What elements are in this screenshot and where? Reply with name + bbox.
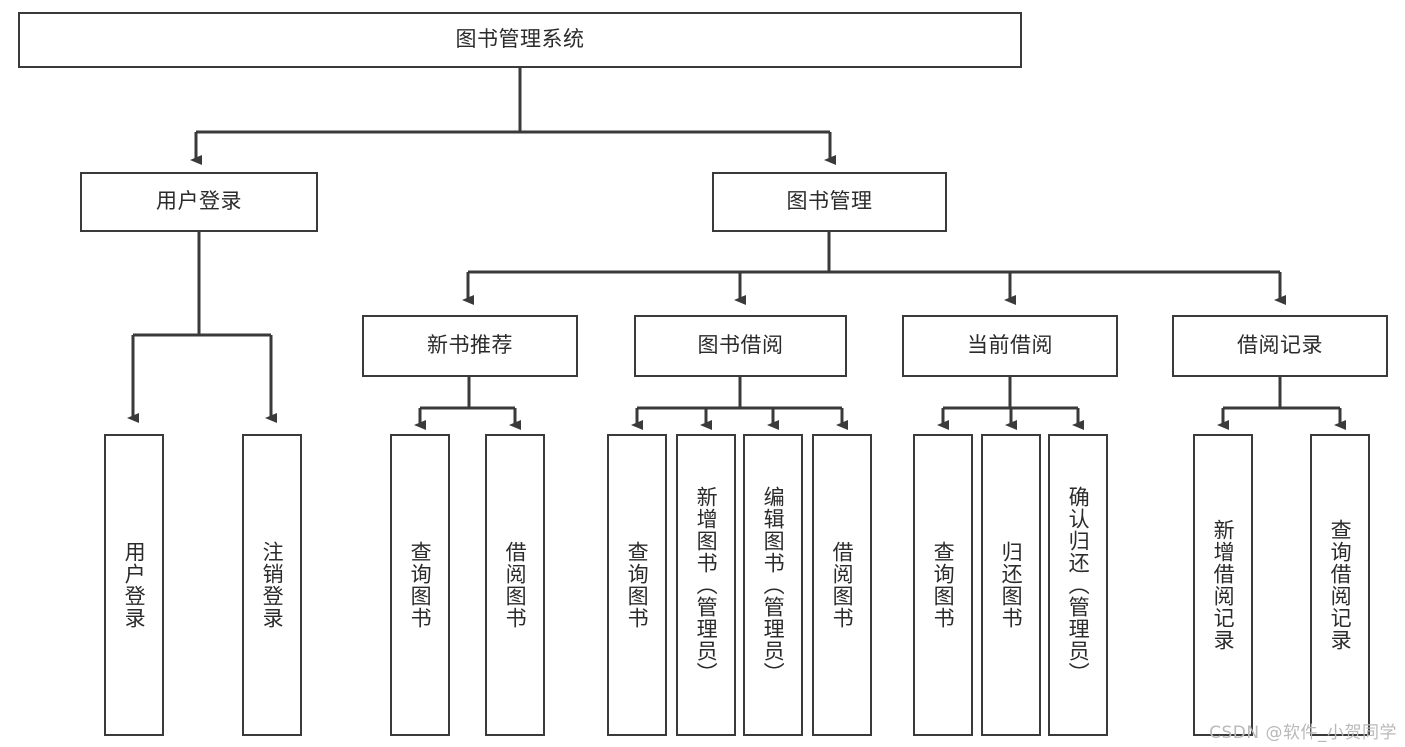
- node-label: 图书借阅: [697, 333, 784, 358]
- leaf-current-borrow-query[interactable]: 查询图书: [913, 434, 973, 736]
- node-label: 借阅图书: [503, 541, 528, 629]
- node-label: 图书管理系统: [455, 27, 585, 52]
- leaf-borrow-record-add[interactable]: 新增借阅记录: [1193, 434, 1253, 736]
- node-label: 编辑图书（管理员）: [761, 486, 786, 684]
- node-label: 图书管理: [786, 189, 873, 214]
- node-label: 借阅图书: [830, 541, 855, 629]
- leaf-book-borrow-query[interactable]: 查询图书: [607, 434, 667, 736]
- node-book-borrow[interactable]: 图书借阅: [634, 315, 847, 377]
- leaf-current-borrow-return[interactable]: 归还图书: [981, 434, 1041, 736]
- leaf-user-login-login[interactable]: 用户登录: [104, 434, 164, 736]
- leaf-borrow-record-query[interactable]: 查询借阅记录: [1310, 434, 1370, 736]
- leaf-new-book-query[interactable]: 查询图书: [390, 434, 450, 736]
- node-label: 用户登录: [122, 541, 147, 629]
- leaf-book-borrow-edit[interactable]: 编辑图书（管理员）: [743, 434, 803, 736]
- node-root[interactable]: 图书管理系统: [18, 12, 1022, 68]
- node-label: 注销登录: [260, 541, 285, 629]
- node-label: 用户登录: [156, 189, 242, 214]
- node-book-management[interactable]: 图书管理: [712, 172, 947, 232]
- node-label: 查询图书: [408, 541, 433, 629]
- leaf-user-login-logout[interactable]: 注销登录: [242, 434, 302, 736]
- node-label: 新增借阅记录: [1211, 519, 1236, 651]
- node-label: 确认归还（管理员）: [1066, 486, 1091, 684]
- node-label: 查询借阅记录: [1328, 519, 1353, 651]
- leaf-book-borrow-add[interactable]: 新增图书（管理员）: [676, 434, 736, 736]
- watermark: CSDN @软件_小贺同学: [1209, 723, 1397, 743]
- node-new-book-recommend[interactable]: 新书推荐: [362, 315, 578, 377]
- leaf-new-book-borrow[interactable]: 借阅图书: [485, 434, 545, 736]
- leaf-current-borrow-confirm[interactable]: 确认归还（管理员）: [1048, 434, 1108, 736]
- node-user-login[interactable]: 用户登录: [80, 172, 318, 232]
- node-label: 查询图书: [625, 541, 650, 629]
- node-label: 新书推荐: [427, 333, 513, 358]
- leaf-book-borrow-borrow[interactable]: 借阅图书: [812, 434, 872, 736]
- node-current-borrow[interactable]: 当前借阅: [902, 315, 1118, 377]
- node-label: 归还图书: [999, 541, 1024, 629]
- node-borrow-record[interactable]: 借阅记录: [1172, 315, 1388, 377]
- node-label: 查询图书: [931, 541, 956, 629]
- node-label: 当前借阅: [967, 333, 1053, 358]
- node-label: 新增图书（管理员）: [694, 486, 719, 684]
- node-label: 借阅记录: [1237, 333, 1323, 358]
